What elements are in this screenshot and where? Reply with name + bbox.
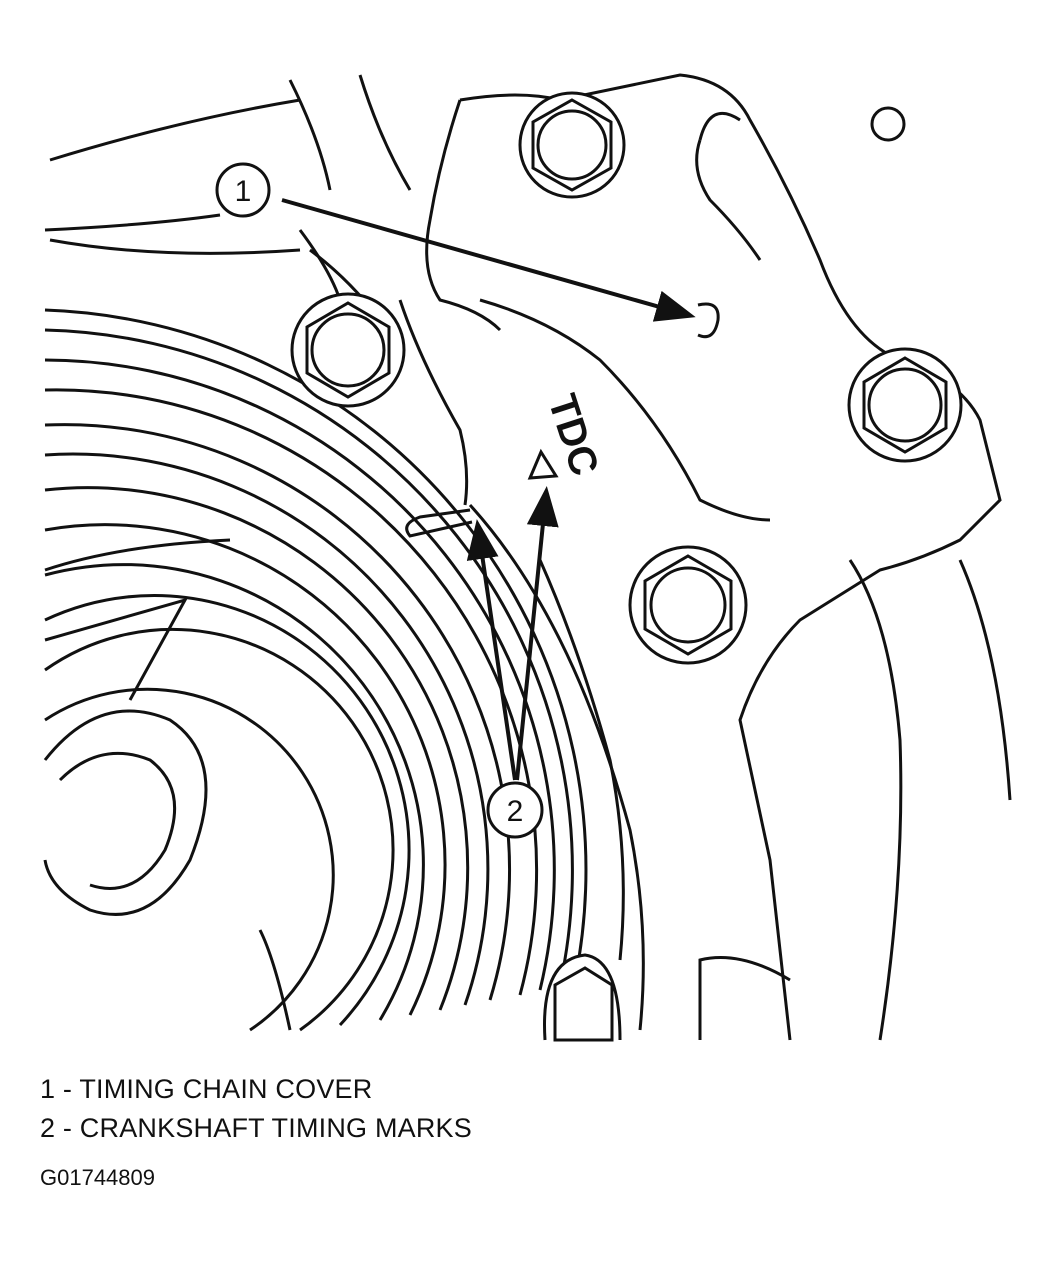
crankshaft-notch-mark: [405, 508, 473, 538]
callout-2: 2: [486, 781, 544, 839]
bolt: [518, 91, 626, 199]
bolt: [290, 292, 406, 408]
legend-item-crankshaft-timing-marks: 2 - CRANKSHAFT TIMING MARKS: [40, 1113, 472, 1143]
callout-2-leader-arrow: [515, 486, 559, 781]
legend-item-timing-chain-cover: 1 - TIMING CHAIN COVER: [40, 1074, 373, 1104]
crankshaft-damper: [44, 308, 588, 1032]
callout-1-number: 1: [235, 175, 252, 208]
figure-id: G01744809: [40, 1165, 155, 1190]
cover-hook-feature: [697, 302, 720, 339]
callout-2-leader-arrow: [466, 519, 517, 781]
cover-hole: [870, 106, 906, 142]
tdc-triangle-mark: [527, 448, 559, 480]
callout-1-leader-arrow: [281, 198, 696, 322]
callout-1: 1: [215, 162, 271, 218]
bolt: [628, 545, 748, 665]
damper-hub: [43, 538, 292, 1031]
bolt: [847, 347, 963, 463]
callout-2-number: 2: [507, 795, 524, 828]
bolt: [543, 953, 622, 1042]
upper-pulley-arcs: [44, 74, 412, 255]
